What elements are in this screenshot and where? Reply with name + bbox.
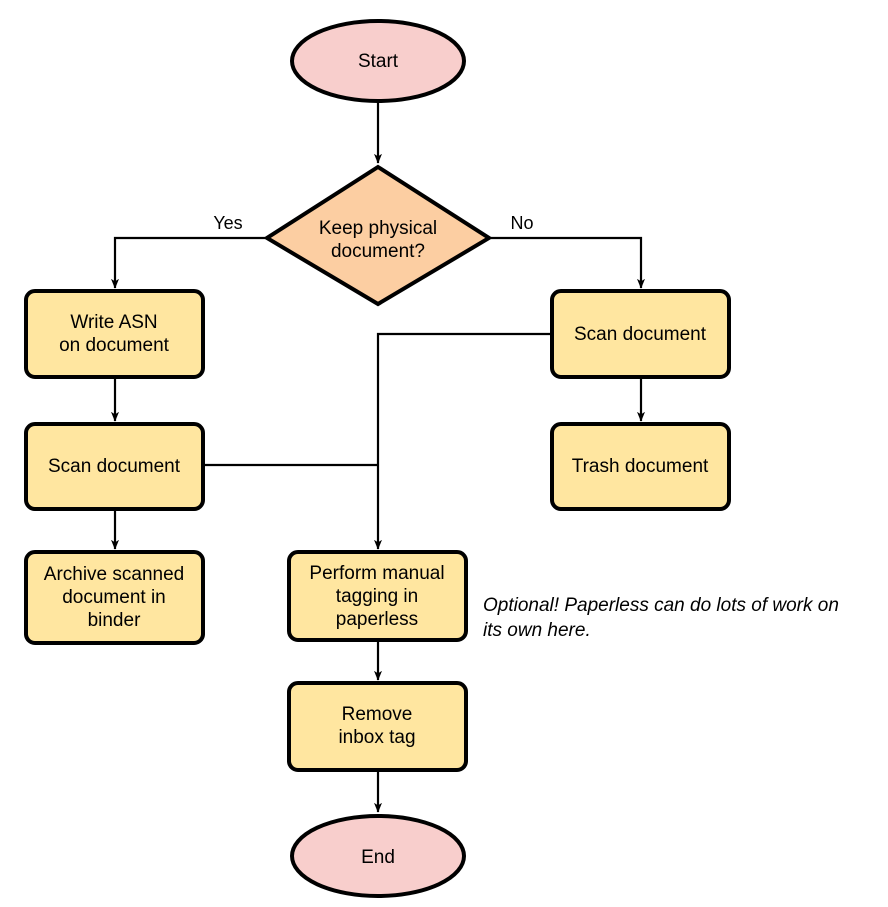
end-label: End xyxy=(361,847,395,868)
tagging-label-line3: paperless xyxy=(336,609,418,630)
node-write-asn[interactable]: Write ASN on document xyxy=(24,289,205,379)
archive-label-line2: document in xyxy=(62,587,166,608)
node-perform-manual-tagging[interactable]: Perform manual tagging in paperless xyxy=(287,550,468,642)
edge-label-no: No xyxy=(510,213,533,233)
connector-layer xyxy=(111,102,645,813)
decision-label-line2: document? xyxy=(331,241,425,262)
scan-document-right-shape[interactable] xyxy=(550,289,731,379)
start-shape[interactable] xyxy=(290,19,466,103)
trash-document-shape[interactable] xyxy=(550,422,731,511)
tagging-label-line1: Perform manual xyxy=(309,563,444,584)
remove-inbox-label-line1: Remove xyxy=(342,704,413,725)
node-remove-inbox-tag[interactable]: Remove inbox tag xyxy=(287,681,468,772)
remove-inbox-label-line2: inbox tag xyxy=(338,727,415,748)
tagging-shape[interactable] xyxy=(287,550,468,642)
archive-label-line3: binder xyxy=(88,610,141,631)
optional-note-line2: its own here. xyxy=(483,620,591,641)
scan-document-left-label: Scan document xyxy=(48,456,181,477)
archive-label-line1: Archive scanned xyxy=(44,564,184,585)
node-keep-physical-document[interactable]: Keep physical document? xyxy=(263,164,493,307)
edge-label-yes: Yes xyxy=(213,213,242,233)
edge-scan-right-to-tagging xyxy=(374,332,552,550)
node-archive-scanned-document[interactable]: Archive scanned document in binder xyxy=(24,550,205,645)
node-scan-document-right[interactable]: Scan document xyxy=(550,289,731,379)
decision-shape[interactable] xyxy=(263,164,493,307)
decision-label-line1: Keep physical xyxy=(319,218,437,239)
node-end[interactable]: End xyxy=(290,814,466,898)
edge-decision-yes-to-write-asn xyxy=(111,236,265,289)
node-trash-document[interactable]: Trash document xyxy=(550,422,731,511)
node-start[interactable]: Start xyxy=(290,19,466,103)
write-asn-shape[interactable] xyxy=(24,289,205,379)
start-label: Start xyxy=(358,51,399,72)
remove-inbox-shape[interactable] xyxy=(287,681,468,772)
write-asn-label-line1: Write ASN xyxy=(70,312,157,333)
end-shape[interactable] xyxy=(290,814,466,898)
archive-shape[interactable] xyxy=(24,550,205,645)
tagging-label-line2: tagging in xyxy=(336,586,418,607)
write-asn-label-line2: on document xyxy=(59,335,170,356)
scan-document-right-label: Scan document xyxy=(574,324,707,345)
annotation-optional-note: Optional! Paperless can do lots of work … xyxy=(483,595,839,641)
edge-decision-no-to-scan-right xyxy=(491,236,645,289)
node-scan-document-left[interactable]: Scan document xyxy=(24,422,205,511)
scan-document-left-shape[interactable] xyxy=(24,422,205,511)
trash-document-label: Trash document xyxy=(572,456,709,477)
optional-note-line1: Optional! Paperless can do lots of work … xyxy=(483,595,839,616)
